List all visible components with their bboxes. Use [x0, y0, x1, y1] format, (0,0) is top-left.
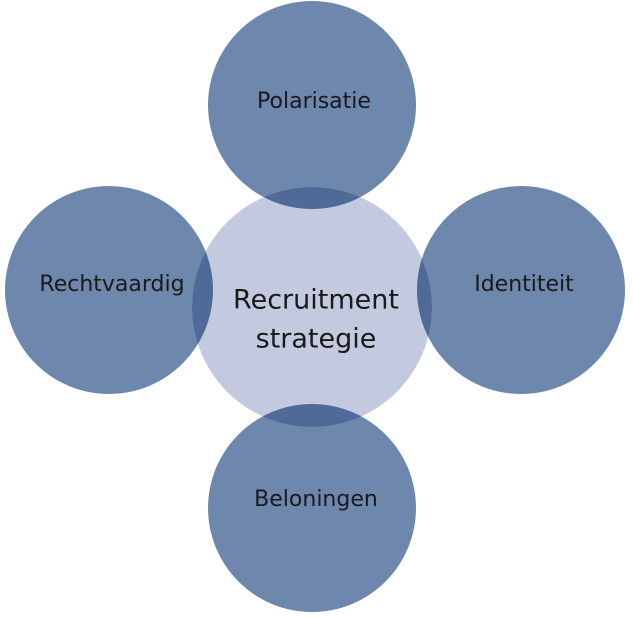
- center-label-line1: Recruitment: [233, 285, 399, 316]
- circle-bottom: [208, 404, 416, 612]
- center-label-line2: strategie: [256, 324, 377, 355]
- label-left: Rechtvaardig: [39, 272, 184, 297]
- circle-left: [5, 186, 213, 394]
- circle-right: [417, 186, 625, 394]
- circle-center: [192, 187, 432, 427]
- circle-top: [208, 1, 416, 209]
- label-top: Polarisatie: [257, 89, 371, 114]
- label-right: Identiteit: [474, 272, 574, 297]
- label-bottom: Beloningen: [254, 487, 378, 512]
